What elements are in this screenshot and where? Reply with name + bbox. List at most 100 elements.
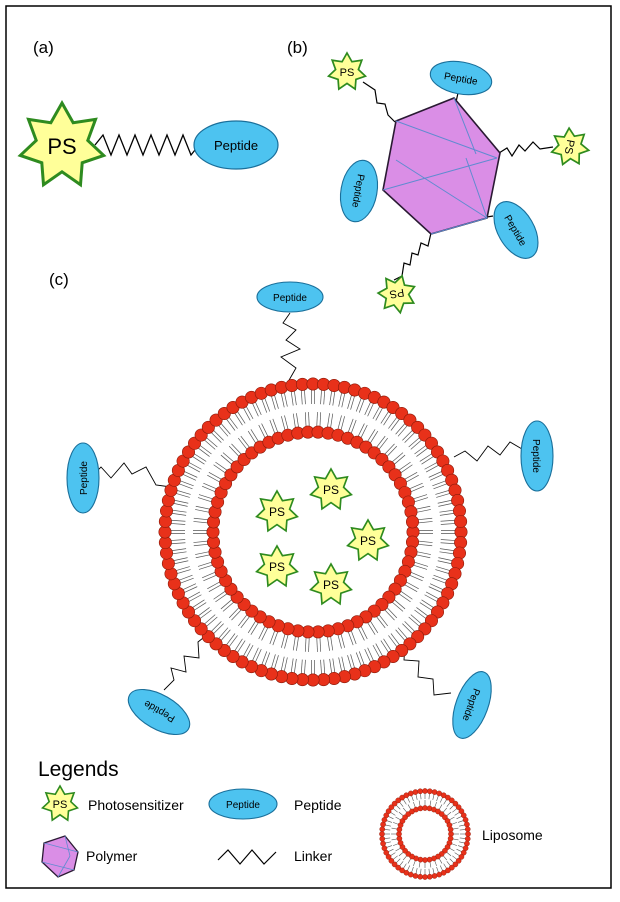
lipid-head xyxy=(447,826,454,833)
ps-label: PS xyxy=(360,534,376,548)
linker-b-right xyxy=(498,141,554,158)
lipid-head xyxy=(452,861,459,868)
figure-border xyxy=(5,5,612,889)
lipid-head xyxy=(431,789,438,795)
lipid-head xyxy=(458,808,465,814)
linker-c-right xyxy=(453,441,523,462)
lipid-head xyxy=(381,845,388,852)
lipid-head xyxy=(395,864,401,871)
peptide-c-top: Peptide xyxy=(256,281,324,313)
peptide-b2: Peptide xyxy=(339,159,379,223)
ps-label: PS xyxy=(389,286,406,300)
ps-star-b1: PS xyxy=(329,53,366,89)
liposome xyxy=(158,377,468,687)
lipid-head xyxy=(407,790,414,797)
legend-title: Legends xyxy=(38,758,119,781)
panel-a: PS Peptide xyxy=(20,103,279,185)
linker-c-bottomleft xyxy=(163,633,209,691)
lipid-head xyxy=(395,797,401,804)
lipid-head xyxy=(454,514,468,528)
legend-peptide: Peptide xyxy=(294,797,342,813)
linker-a xyxy=(94,133,200,157)
ps-star-c2: PS xyxy=(311,469,352,509)
peptide-c-right: Peptide xyxy=(520,420,554,492)
linker-c-top xyxy=(280,312,301,383)
lipid-head xyxy=(427,788,433,795)
legend-polymer: Polymer xyxy=(86,848,138,864)
lipid-head xyxy=(399,794,405,801)
ps-label: PS xyxy=(269,505,285,519)
legend-photosensitizer: Photosensitizer xyxy=(88,797,184,813)
lipid-head xyxy=(455,804,462,810)
lipid-head xyxy=(436,871,443,878)
lipid-head xyxy=(388,804,395,810)
lipid-head xyxy=(464,826,471,832)
peptide-b3: Peptide xyxy=(493,201,539,259)
linker-b-topleft xyxy=(362,81,396,123)
lipid-head xyxy=(464,836,471,842)
ps-star-b2: PS xyxy=(550,126,592,169)
lipid-head xyxy=(388,858,395,864)
linker-zigzag-icon xyxy=(217,849,277,865)
peptide-label: Peptide xyxy=(79,461,90,495)
peptide-ellipse-icon: Peptide xyxy=(193,120,279,170)
liposome-icon xyxy=(379,788,471,880)
polymer-hexagon xyxy=(382,97,501,235)
lipid-head xyxy=(417,873,423,880)
lipid-head xyxy=(440,792,447,799)
lipid-head xyxy=(460,849,467,856)
lipid-head xyxy=(399,867,405,874)
ps-label: PS xyxy=(323,578,339,592)
ps-label: PS xyxy=(53,799,68,811)
peptide-label: Peptide xyxy=(226,800,260,811)
lipid-head xyxy=(380,821,386,828)
lipid-head xyxy=(417,788,423,795)
ps-star-c5: PS xyxy=(311,564,352,604)
peptide-b1: Peptide xyxy=(429,60,493,96)
ps-label: PS xyxy=(269,560,285,574)
ps-star-icon: PS xyxy=(20,103,103,185)
lipid-head xyxy=(379,831,385,837)
lipid-head xyxy=(427,873,433,880)
lipid-head xyxy=(380,840,386,847)
panel-label-c: (c) xyxy=(49,270,69,289)
lipid-head xyxy=(445,794,451,801)
lipid-head xyxy=(458,854,465,860)
ps-label: PS xyxy=(323,483,339,497)
ps-label: PS xyxy=(562,139,576,156)
lipid-head xyxy=(422,788,428,794)
lipid-head xyxy=(412,873,419,879)
panel-c: Peptide Peptide Peptide Peptide Peptide … xyxy=(66,281,554,739)
linker-c-left xyxy=(87,462,172,488)
lipid-head xyxy=(379,836,386,842)
peptide-label: Peptide xyxy=(214,138,258,153)
ps-star-c4: PS xyxy=(257,546,298,586)
lipid-head xyxy=(412,789,419,795)
lipid-head xyxy=(391,861,398,868)
peptide-ellipse-icon: Peptide xyxy=(208,788,278,820)
lipid-head xyxy=(379,826,386,832)
lipid-head xyxy=(385,808,392,814)
peptide-label: Peptide xyxy=(273,293,307,304)
lipid-head xyxy=(465,831,471,837)
lipid-head xyxy=(452,800,459,807)
lipid-head xyxy=(431,873,438,879)
peptide-c-bottomright: Peptide xyxy=(452,671,492,739)
ps-star-b3: PS xyxy=(376,274,419,316)
ps-star-c3: PS xyxy=(348,520,389,560)
lipid-head xyxy=(403,869,410,876)
ps-label: PS xyxy=(47,134,76,159)
lipid-head xyxy=(385,854,392,860)
lipid-head xyxy=(422,874,428,880)
ps-label: PS xyxy=(340,67,355,79)
peptide-label: Peptide xyxy=(530,439,541,473)
panel-b: PS PS PS Peptide Peptide Peptide xyxy=(329,53,592,316)
legend-linker: Linker xyxy=(294,848,332,864)
lipid-head xyxy=(445,867,451,874)
peptide-c-bottomleft: Peptide xyxy=(127,688,191,736)
linker-b-bottom xyxy=(393,232,432,281)
panel-label-a: (a) xyxy=(33,38,54,57)
linker-c-bottomright xyxy=(403,643,452,696)
